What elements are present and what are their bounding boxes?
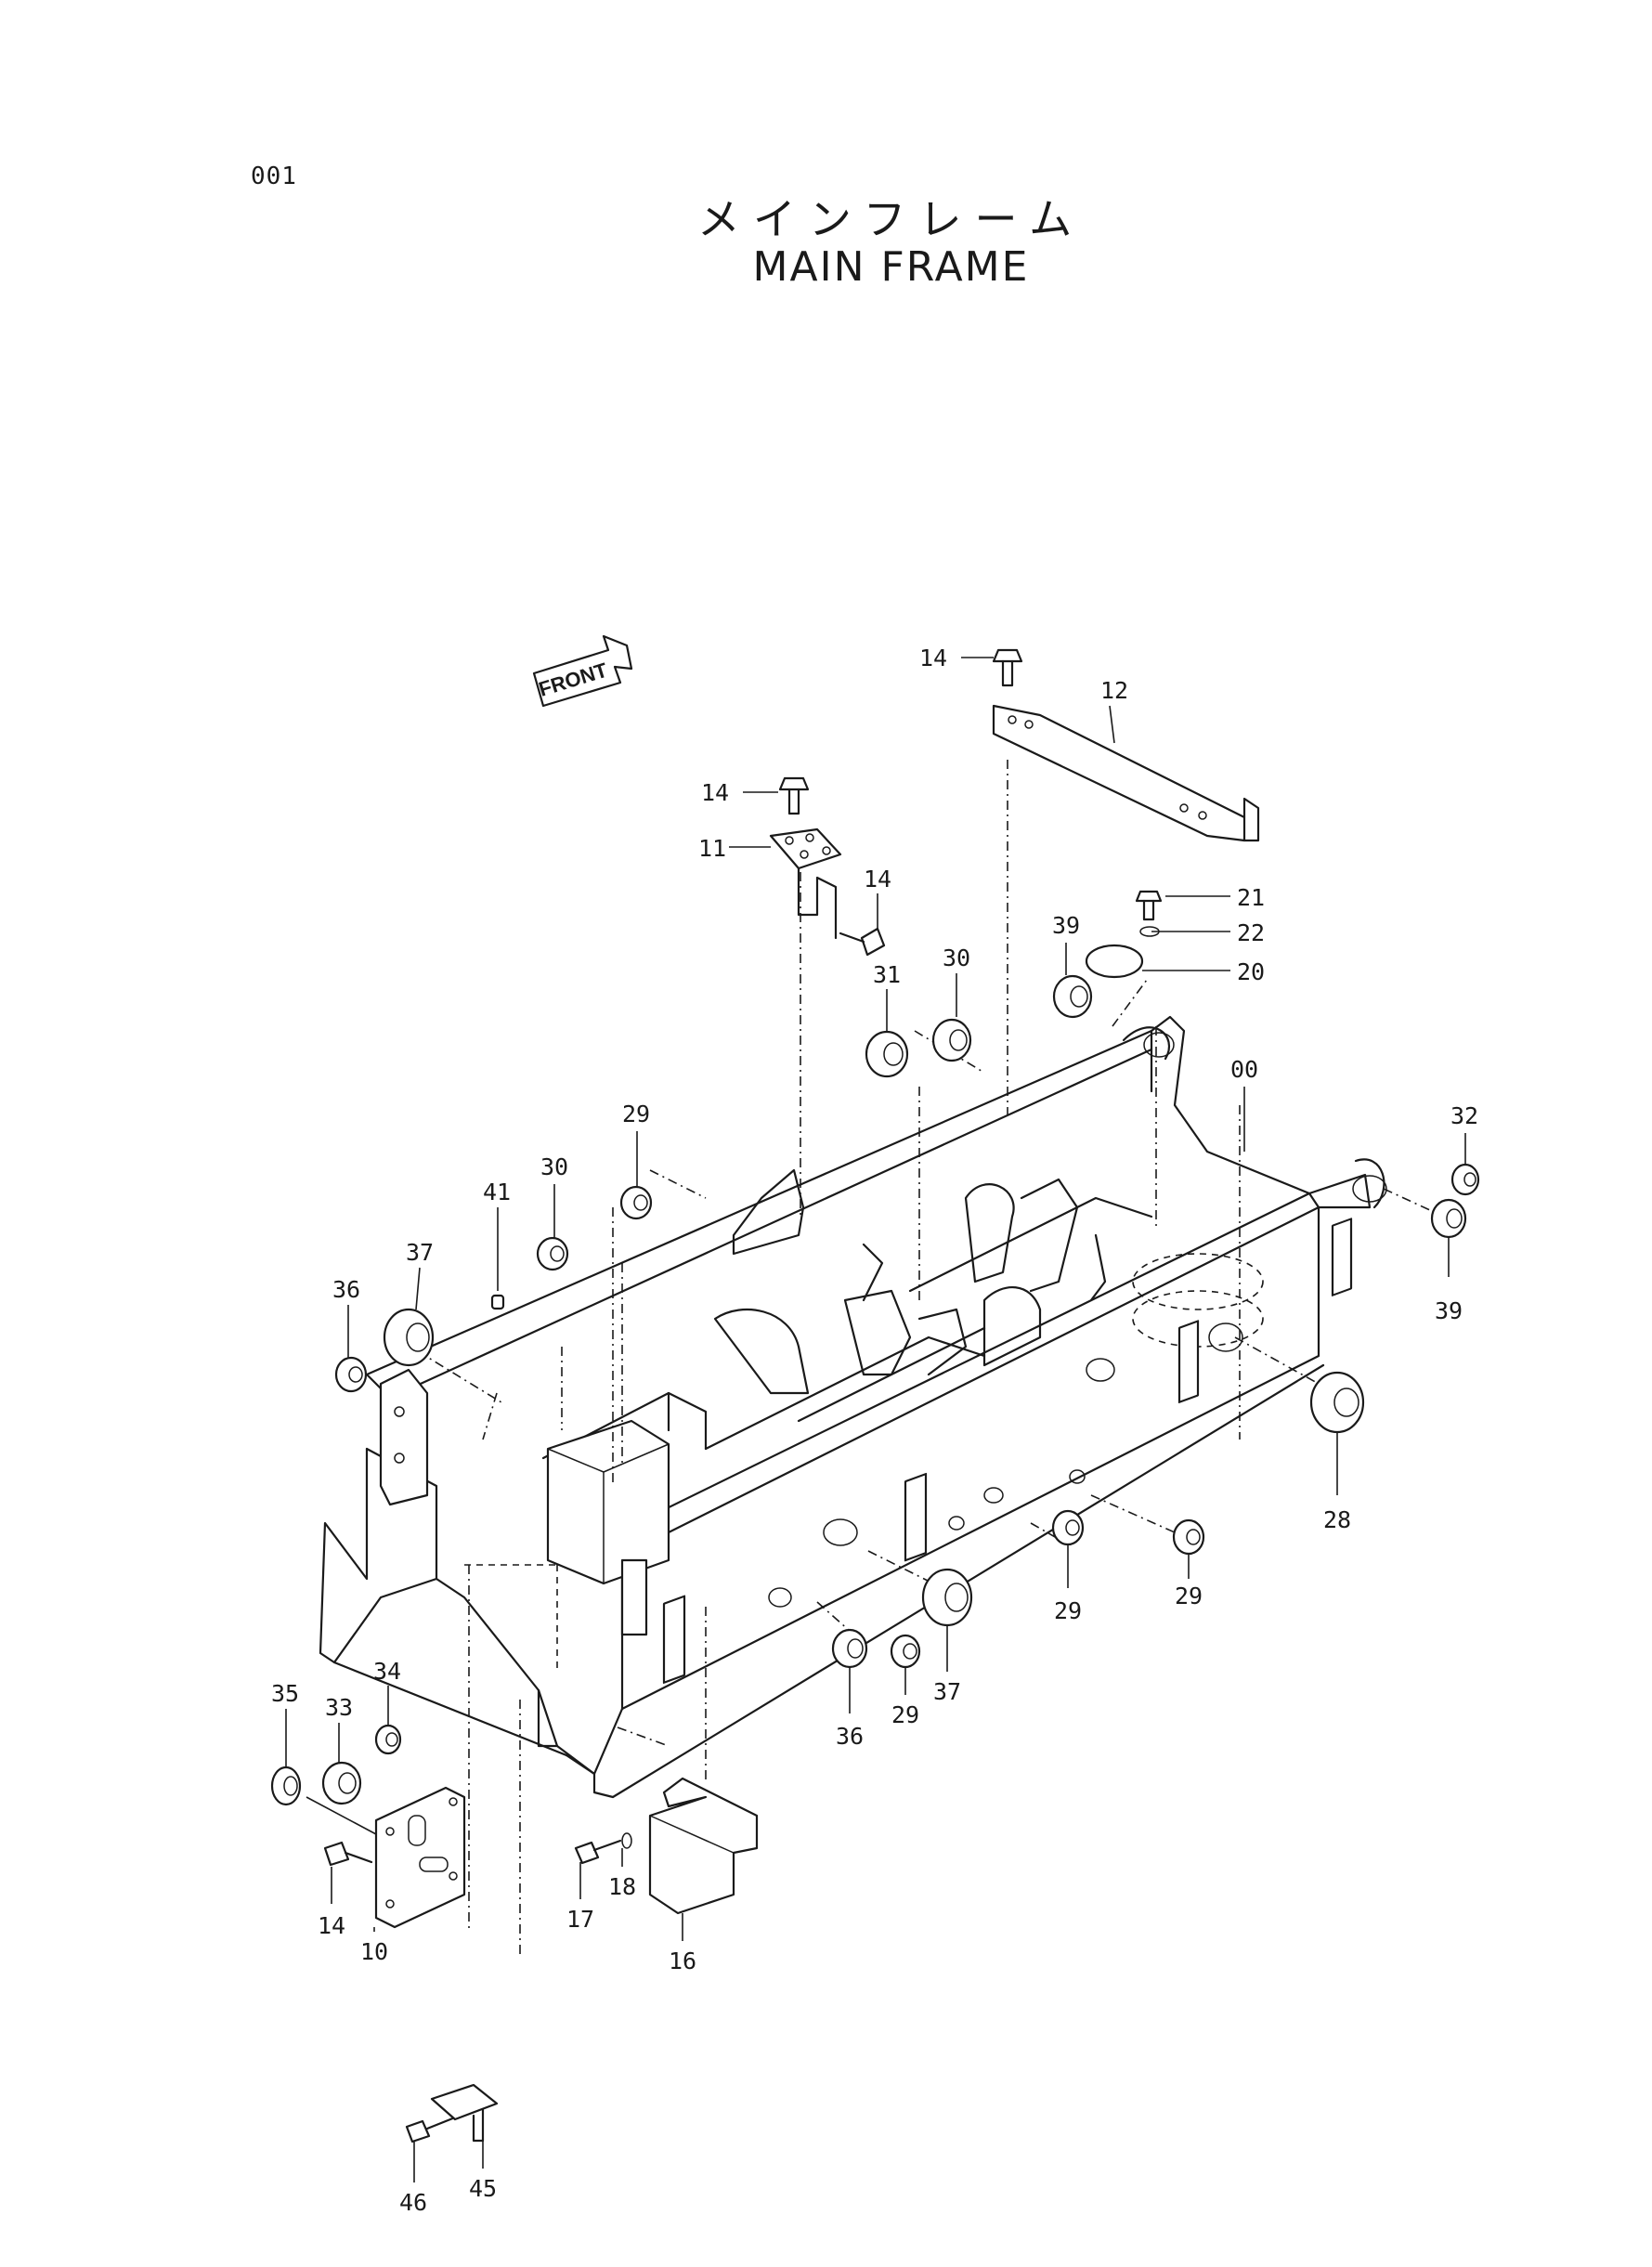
callout-numbers: 14 12 14 11 14 21 22 20 39 30 31 00 32 3…: [271, 645, 1478, 2216]
callout-37: 37: [933, 1678, 961, 1705]
cushion-icon: [270, 974, 1480, 1806]
callout-35: 35: [271, 1680, 299, 1707]
title-japanese: メインフレーム: [696, 194, 1086, 244]
callout-20: 20: [1237, 958, 1265, 985]
callout-30: 30: [540, 1153, 568, 1180]
callout-14: 14: [919, 645, 947, 671]
callout-16: 16: [669, 1948, 696, 1974]
callout-00: 00: [1230, 1056, 1258, 1083]
callout-22: 22: [1237, 919, 1265, 946]
callout-14: 14: [701, 779, 729, 806]
callout-39: 39: [1052, 912, 1080, 939]
callout-21: 21: [1237, 884, 1265, 911]
part-10-plate: [374, 1786, 466, 1929]
page-number: 001: [251, 163, 297, 190]
callout-29: 29: [891, 1701, 919, 1728]
callout-39: 39: [1435, 1297, 1463, 1324]
callout-46: 46: [399, 2189, 427, 2216]
part-20-cover-plate: [1085, 944, 1144, 979]
callout-28: 28: [1323, 1506, 1351, 1533]
callout-41: 41: [483, 1179, 511, 1205]
callout-31: 31: [873, 961, 901, 988]
part-16-cover: [648, 1777, 759, 1915]
callout-29: 29: [1175, 1583, 1203, 1609]
callout-10: 10: [360, 1938, 388, 1965]
callout-11: 11: [698, 835, 726, 862]
callout-33: 33: [325, 1694, 353, 1721]
callout-14: 14: [318, 1912, 345, 1939]
front-arrow-icon: FRONT: [532, 634, 633, 708]
main-frame-body: [319, 1015, 1387, 1799]
callout-45: 45: [469, 2175, 497, 2202]
callout-14: 14: [864, 866, 891, 892]
callout-17: 17: [566, 1906, 594, 1933]
callout-32: 32: [1450, 1102, 1478, 1129]
title-english: MAIN FRAME: [752, 243, 1030, 291]
part-12-cross-plate: [992, 704, 1260, 842]
part-41-pin: [490, 1294, 505, 1310]
assembly-centerlines: [417, 760, 1445, 1955]
callout-leaders: [285, 657, 1466, 2182]
part-45-bracket: [430, 2083, 499, 2143]
callout-29: 29: [622, 1101, 650, 1127]
callout-36: 36: [836, 1723, 864, 1750]
callout-34: 34: [373, 1658, 401, 1685]
callout-37: 37: [406, 1239, 434, 1266]
bolt-icon: [323, 648, 1163, 2143]
callout-30: 30: [943, 945, 970, 971]
part-11-bracket: [769, 827, 842, 940]
callout-36: 36: [332, 1276, 360, 1303]
callout-29: 29: [1054, 1597, 1082, 1624]
callout-18: 18: [608, 1873, 636, 1900]
callout-12: 12: [1100, 677, 1128, 704]
